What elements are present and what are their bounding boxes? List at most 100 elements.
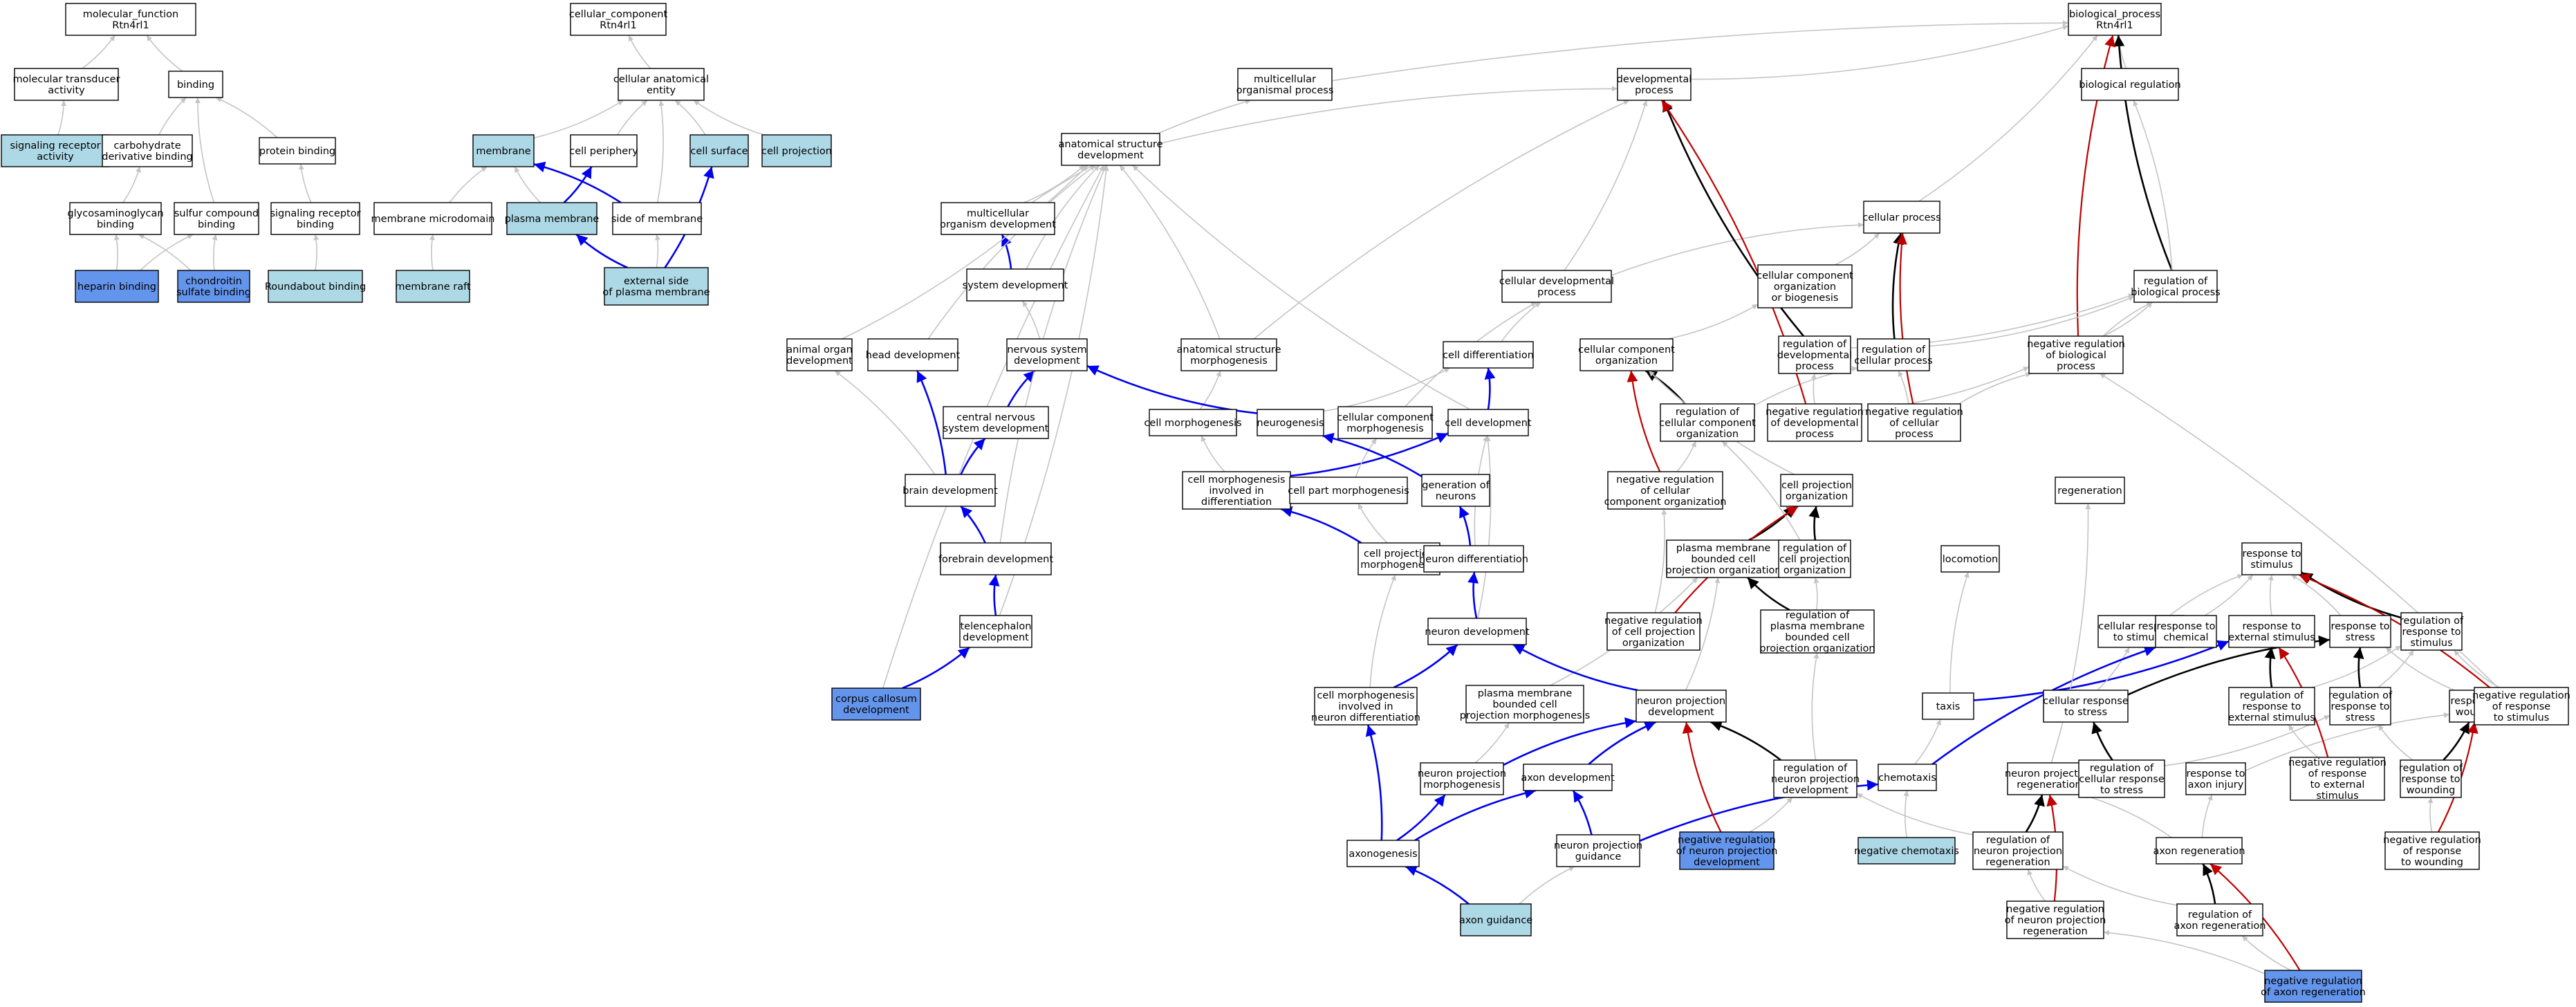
node-box[interactable] (1867, 403, 1961, 442)
node-box[interactable] (940, 542, 1052, 575)
node-box[interactable] (570, 134, 638, 167)
node-box[interactable] (1257, 409, 1324, 436)
node-box[interactable] (604, 267, 709, 306)
node-box[interactable] (905, 474, 996, 507)
node-mem[interactable]: membrane (472, 134, 535, 167)
node-box[interactable] (1660, 403, 1755, 442)
node-box[interactable] (1767, 403, 1862, 442)
node-axregen[interactable]: axon regeneration (2153, 837, 2245, 865)
node-box[interactable] (1006, 338, 1088, 371)
node-box[interactable] (1346, 840, 1420, 867)
node-box[interactable] (168, 71, 223, 98)
node-box[interactable] (1523, 764, 1613, 791)
node-regen[interactable]: regeneration (2055, 477, 2125, 504)
node-box[interactable] (2228, 687, 2315, 726)
node-box[interactable] (2156, 837, 2243, 865)
node-box[interactable] (1289, 477, 1408, 504)
node-box[interactable] (506, 202, 597, 235)
node-som[interactable]: side of membrane (611, 202, 703, 235)
node-box[interactable] (472, 134, 535, 167)
node-box[interactable] (1427, 618, 1527, 645)
node-box[interactable] (1447, 409, 1529, 436)
node-box[interactable] (2228, 615, 2315, 648)
node-chemo[interactable]: chemotaxis (1878, 764, 1937, 791)
node-box[interactable] (1443, 341, 1534, 369)
node-box[interactable] (618, 68, 705, 101)
node-ndiff[interactable]: neuron differentiation (1419, 545, 1528, 573)
node-ndev[interactable]: neuron development (1425, 618, 1530, 645)
node-box[interactable] (1501, 270, 1612, 303)
node-negchemo[interactable]: negative chemotaxis (1854, 837, 1959, 865)
node-box[interactable] (2400, 759, 2462, 798)
node-box[interactable] (2474, 687, 2569, 726)
node-binding[interactable]: binding (168, 71, 223, 98)
node-box[interactable] (69, 202, 162, 235)
node-cdiff[interactable]: cell differentiation (1443, 341, 1534, 369)
node-box[interactable] (1465, 685, 1584, 723)
node-box[interactable] (1778, 335, 1851, 374)
node-axguid[interactable]: axon guidance (1459, 903, 1532, 936)
node-box[interactable] (2068, 3, 2162, 36)
node-box[interactable] (2078, 759, 2165, 798)
node-box[interactable] (2055, 477, 2125, 504)
node-box[interactable] (1863, 201, 1940, 234)
node-box[interactable] (1237, 68, 1333, 101)
node-bd[interactable]: brain development (902, 474, 998, 507)
node-fd[interactable]: forebrain development (938, 542, 1053, 575)
node-box[interactable] (1679, 831, 1775, 870)
node-axonog[interactable]: axonogenesis (1346, 840, 1420, 867)
node-box[interactable] (943, 406, 1049, 439)
node-csurf[interactable]: cell surface (689, 134, 749, 167)
node-box[interactable] (2241, 542, 2302, 575)
node-box[interactable] (1061, 133, 1160, 166)
node-axd[interactable]: axon development (1521, 764, 1615, 791)
node-box[interactable] (1778, 539, 1851, 578)
node-box[interactable] (259, 137, 336, 165)
node-box[interactable] (2006, 900, 2104, 939)
node-box[interactable] (1337, 406, 1433, 439)
node-box[interactable] (966, 268, 1064, 302)
node-box[interactable] (2400, 612, 2463, 651)
node-pmem[interactable]: plasma membrane (505, 202, 600, 235)
node-box[interactable] (2155, 615, 2217, 648)
node-box[interactable] (1666, 539, 1781, 578)
node-box[interactable] (1556, 834, 1640, 867)
node-box[interactable] (1607, 471, 1723, 510)
node-box[interactable] (1421, 474, 1490, 507)
node-box[interactable] (396, 270, 470, 303)
node-box[interactable] (1857, 338, 1930, 371)
node-box[interactable] (940, 202, 1055, 235)
node-box[interactable] (2329, 687, 2391, 726)
node-box[interactable] (1780, 474, 1853, 507)
node-box[interactable] (1579, 338, 1674, 371)
node-box[interactable] (1606, 612, 1701, 651)
node-box[interactable] (689, 134, 749, 167)
node-box[interactable] (1857, 837, 1956, 865)
node-box[interactable] (570, 3, 667, 36)
node-robo[interactable]: Roundabout binding (265, 270, 366, 303)
node-box[interactable] (174, 202, 259, 235)
